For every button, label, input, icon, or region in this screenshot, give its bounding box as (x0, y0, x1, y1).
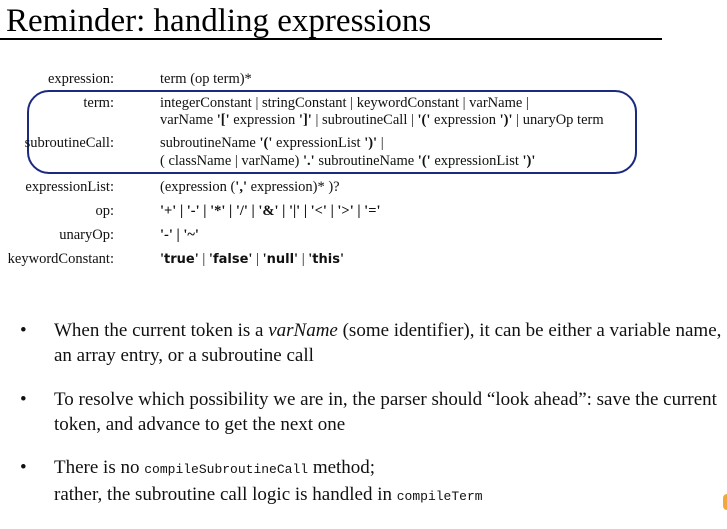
grammar-rule-expression: expression: term (op term)* (0, 71, 700, 88)
bullet-item: • There is no compileSubroutineCall meth… (20, 455, 720, 507)
code-compileterm: compileTerm (396, 489, 483, 504)
bullet-text: There is no compileSubroutineCall method… (54, 457, 483, 505)
rule-label: unaryOp: (59, 227, 114, 243)
rule-definition-line-1: integerConstant | stringConstant | keywo… (160, 95, 529, 111)
rule-label: term: (83, 95, 114, 111)
bullet-text: When the current token is a varName (som… (54, 320, 722, 366)
rule-definition: (expression (',' expression)* )? (160, 179, 340, 195)
grammar-rule-expressionlist: expressionList: (expression (',' express… (0, 179, 700, 196)
bullet-text: To resolve which possibility we are in, … (54, 389, 717, 435)
grammar-rule-unaryop: unaryOp: '-' | '~' (0, 227, 700, 244)
rule-definition: '+' | '-' | '*' | '/' | '&' | '|' | '<' … (160, 203, 381, 219)
page-title: Reminder: handling expressions (6, 3, 432, 39)
bullet-dot: • (20, 457, 27, 478)
corner-accent-mark (723, 494, 727, 510)
title-underline (0, 38, 662, 40)
rule-label: keywordConstant: (7, 251, 114, 267)
bullet-item: • When the current token is a varName (s… (20, 318, 721, 370)
code-compilesubroutinecall: compileSubroutineCall (144, 462, 309, 477)
grammar-rule-op: op: '+' | '-' | '*' | '/' | '&' | '|' | … (0, 203, 700, 220)
bullet-dot: • (20, 320, 27, 341)
rule-label: op: (95, 203, 114, 219)
rule-definition-line-1: subroutineName '(' expressionList ')' | (160, 135, 384, 151)
rule-label: subroutineCall: (24, 135, 114, 151)
highlight-oval (27, 90, 637, 174)
rule-definition: term (op term)* (160, 71, 252, 87)
grammar-rule-subroutinecall: subroutineCall: subroutineName '(' expre… (0, 135, 700, 169)
bullet-item: • To resolve which possibility we are in… (20, 387, 720, 439)
rule-definition: 'true' | 'false' | 'null' | 'this' (160, 251, 344, 267)
rule-definition-line-2: ( className | varName) '.' subroutineNam… (160, 153, 536, 169)
grammar-rule-keywordconstant: keywordConstant: 'true' | 'false' | 'nul… (0, 251, 700, 268)
rule-definition-line-2: varName '[' expression ']' | subroutineC… (160, 112, 604, 128)
rule-definition: '-' | '~' (160, 227, 199, 243)
rule-label: expressionList: (25, 179, 114, 195)
bullet-dot: • (20, 389, 27, 410)
rule-label: expression: (47, 71, 114, 87)
grammar-rule-term: term: integerConstant | stringConstant |… (0, 95, 700, 129)
